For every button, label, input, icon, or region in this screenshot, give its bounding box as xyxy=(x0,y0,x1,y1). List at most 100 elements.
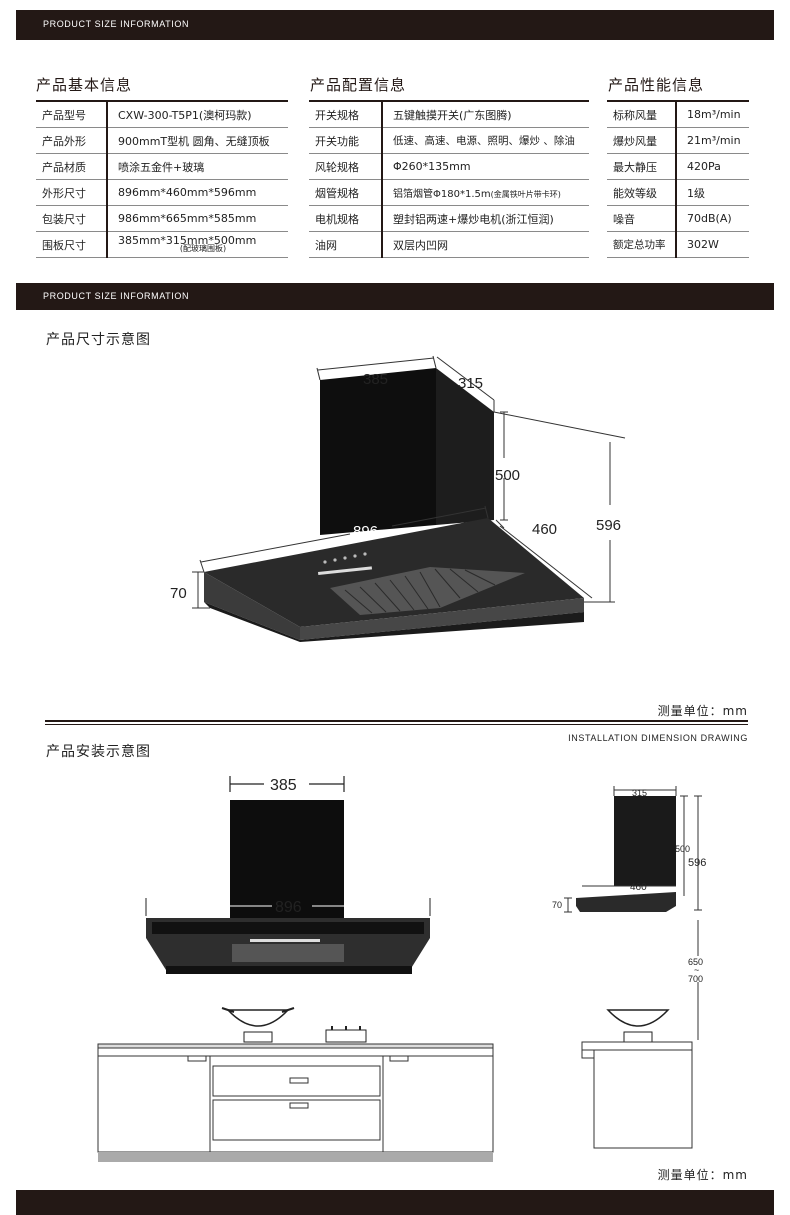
spec-key: 包装尺寸 xyxy=(36,205,108,232)
drawer-handle[interactable] xyxy=(289,1077,309,1084)
side-dim-650: 650 xyxy=(688,957,703,967)
hood-front xyxy=(300,598,584,640)
install-drawing-label: INSTALLATION DIMENSION DRAWING xyxy=(568,733,748,743)
spec-key: 油网 xyxy=(309,231,383,258)
size-diagram-title: 产品尺寸示意图 xyxy=(46,332,151,348)
side-cabinet xyxy=(593,1049,693,1149)
dimension-lines xyxy=(229,776,345,792)
oil-filter xyxy=(330,567,525,615)
dimension-lines xyxy=(192,355,626,609)
config-info-table: 开关规格五键触摸开关(广东图腾) 开关功能低速、高速、电源、照明、爆炒 、除油 … xyxy=(309,100,589,258)
basic-info-title: 产品基本信息 xyxy=(36,76,133,94)
banner-label: PRODUCT SIZE INFORMATION xyxy=(43,291,190,301)
spec-value: 70dB(A) xyxy=(676,205,749,232)
side-dim-500: 500 xyxy=(675,844,690,854)
install-dim-896: 896 xyxy=(275,899,302,916)
spec-value: 18m³/min xyxy=(676,100,749,128)
size-unit-label: 测量单位：mm xyxy=(657,704,748,718)
wok-left xyxy=(221,1007,295,1043)
spec-key: 烟管规格 xyxy=(309,179,383,206)
front-filter xyxy=(232,944,344,962)
spec-value: 385mm*315mm*500mm(配玻璃围板) xyxy=(107,231,288,258)
side-dim-315: 315 xyxy=(632,788,647,798)
stove-burner xyxy=(325,1026,367,1043)
spec-value: 塑封铝两速+爆炒电机(浙江恒润) xyxy=(382,205,589,232)
door-handle[interactable] xyxy=(389,1055,409,1062)
spec-value-text: 铝箔烟管Φ180*1.5m xyxy=(393,189,491,200)
spec-value: 双层内凹网 xyxy=(382,231,589,258)
side-dim-700: 700 xyxy=(688,974,703,984)
spec-key: 标称风量 xyxy=(607,100,677,128)
side-dim-460: 460 xyxy=(630,882,647,893)
spec-value: 900mmT型机 圆角、无缝顶板 xyxy=(107,127,288,154)
spec-key: 最大静压 xyxy=(607,153,677,180)
front-light-strip xyxy=(250,939,320,942)
front-chimney xyxy=(230,800,344,922)
dim-385: 385 xyxy=(363,371,388,388)
spec-key: 噪音 xyxy=(607,205,677,232)
chimney-front xyxy=(320,368,436,535)
spec-value: 302W xyxy=(676,231,749,258)
spec-key: 外形尺寸 xyxy=(36,179,108,206)
spec-note: (金属铁叶片带卡环) xyxy=(490,190,561,199)
counter-edge xyxy=(97,1047,494,1057)
spec-value: 896mm*460mm*596mm xyxy=(107,179,288,206)
counter-top xyxy=(97,1043,494,1049)
spec-value: 1级 xyxy=(676,179,749,206)
spec-value: 420Pa xyxy=(676,153,749,180)
hood-front-left xyxy=(204,572,300,640)
front-hood-glass xyxy=(152,922,424,934)
side-counter-top xyxy=(581,1041,693,1051)
spec-value: 21m³/min xyxy=(676,127,749,154)
size-banner: PRODUCT SIZE INFORMATION xyxy=(16,283,774,310)
install-diagram-title: 产品安装示意图 xyxy=(46,744,151,760)
dim-70: 70 xyxy=(170,585,187,602)
spec-key: 能效等级 xyxy=(607,179,677,206)
spec-key: 电机规格 xyxy=(309,205,383,232)
section-divider xyxy=(45,720,748,725)
spec-key: 爆炒风量 xyxy=(607,127,677,154)
chimney-side xyxy=(436,368,494,525)
top-banner: PRODUCT SIZE INFORMATION xyxy=(16,10,774,40)
filter-mesh-lines xyxy=(344,568,496,614)
table-row: 电机规格塑封铝两速+爆炒电机(浙江恒润) xyxy=(309,205,589,232)
side-dim-70: 70 xyxy=(552,900,562,910)
dimension-lines xyxy=(564,786,702,1040)
dim-896: 896 xyxy=(353,523,378,540)
side-chimney xyxy=(614,796,676,886)
side-dim-596: 596 xyxy=(688,857,706,869)
spec-value: 986mm*665mm*585mm xyxy=(107,205,288,232)
spec-key: 产品型号 xyxy=(36,100,108,128)
spec-key: 开关规格 xyxy=(309,100,383,128)
spec-value-text: 385mm*315mm*500mm xyxy=(118,234,257,247)
spec-key: 围板尺寸 xyxy=(36,231,108,258)
light-strip xyxy=(318,566,373,575)
install-front-diagram: 385 896 xyxy=(97,776,494,1162)
spec-value: 铝箔烟管Φ180*1.5m(金属铁叶片带卡环) xyxy=(382,179,589,206)
spec-value: 低速、高速、电源、照明、爆炒 、除油 xyxy=(382,127,589,154)
front-hood-base xyxy=(166,966,412,974)
hood-glass-top xyxy=(204,518,584,627)
spec-note: (配玻璃围板) xyxy=(179,244,227,253)
spec-key: 额定总功率 xyxy=(607,231,677,258)
drawer-handle[interactable] xyxy=(289,1102,309,1109)
table-row: 开关规格五键触摸开关(广东图腾) xyxy=(309,100,589,128)
table-row: 烟管规格铝箔烟管Φ180*1.5m(金属铁叶片带卡环) xyxy=(309,179,589,206)
spec-value: CXW-300-T5P1(澳柯玛款) xyxy=(107,100,288,128)
table-row: 油网双层内凹网 xyxy=(309,231,589,258)
spec-key: 风轮规格 xyxy=(309,153,383,180)
dimension-lines xyxy=(145,898,431,916)
spec-value: 五键触摸开关(广东图腾) xyxy=(382,100,589,128)
cabinet-plinth xyxy=(98,1152,493,1162)
door-handle[interactable] xyxy=(187,1055,207,1062)
